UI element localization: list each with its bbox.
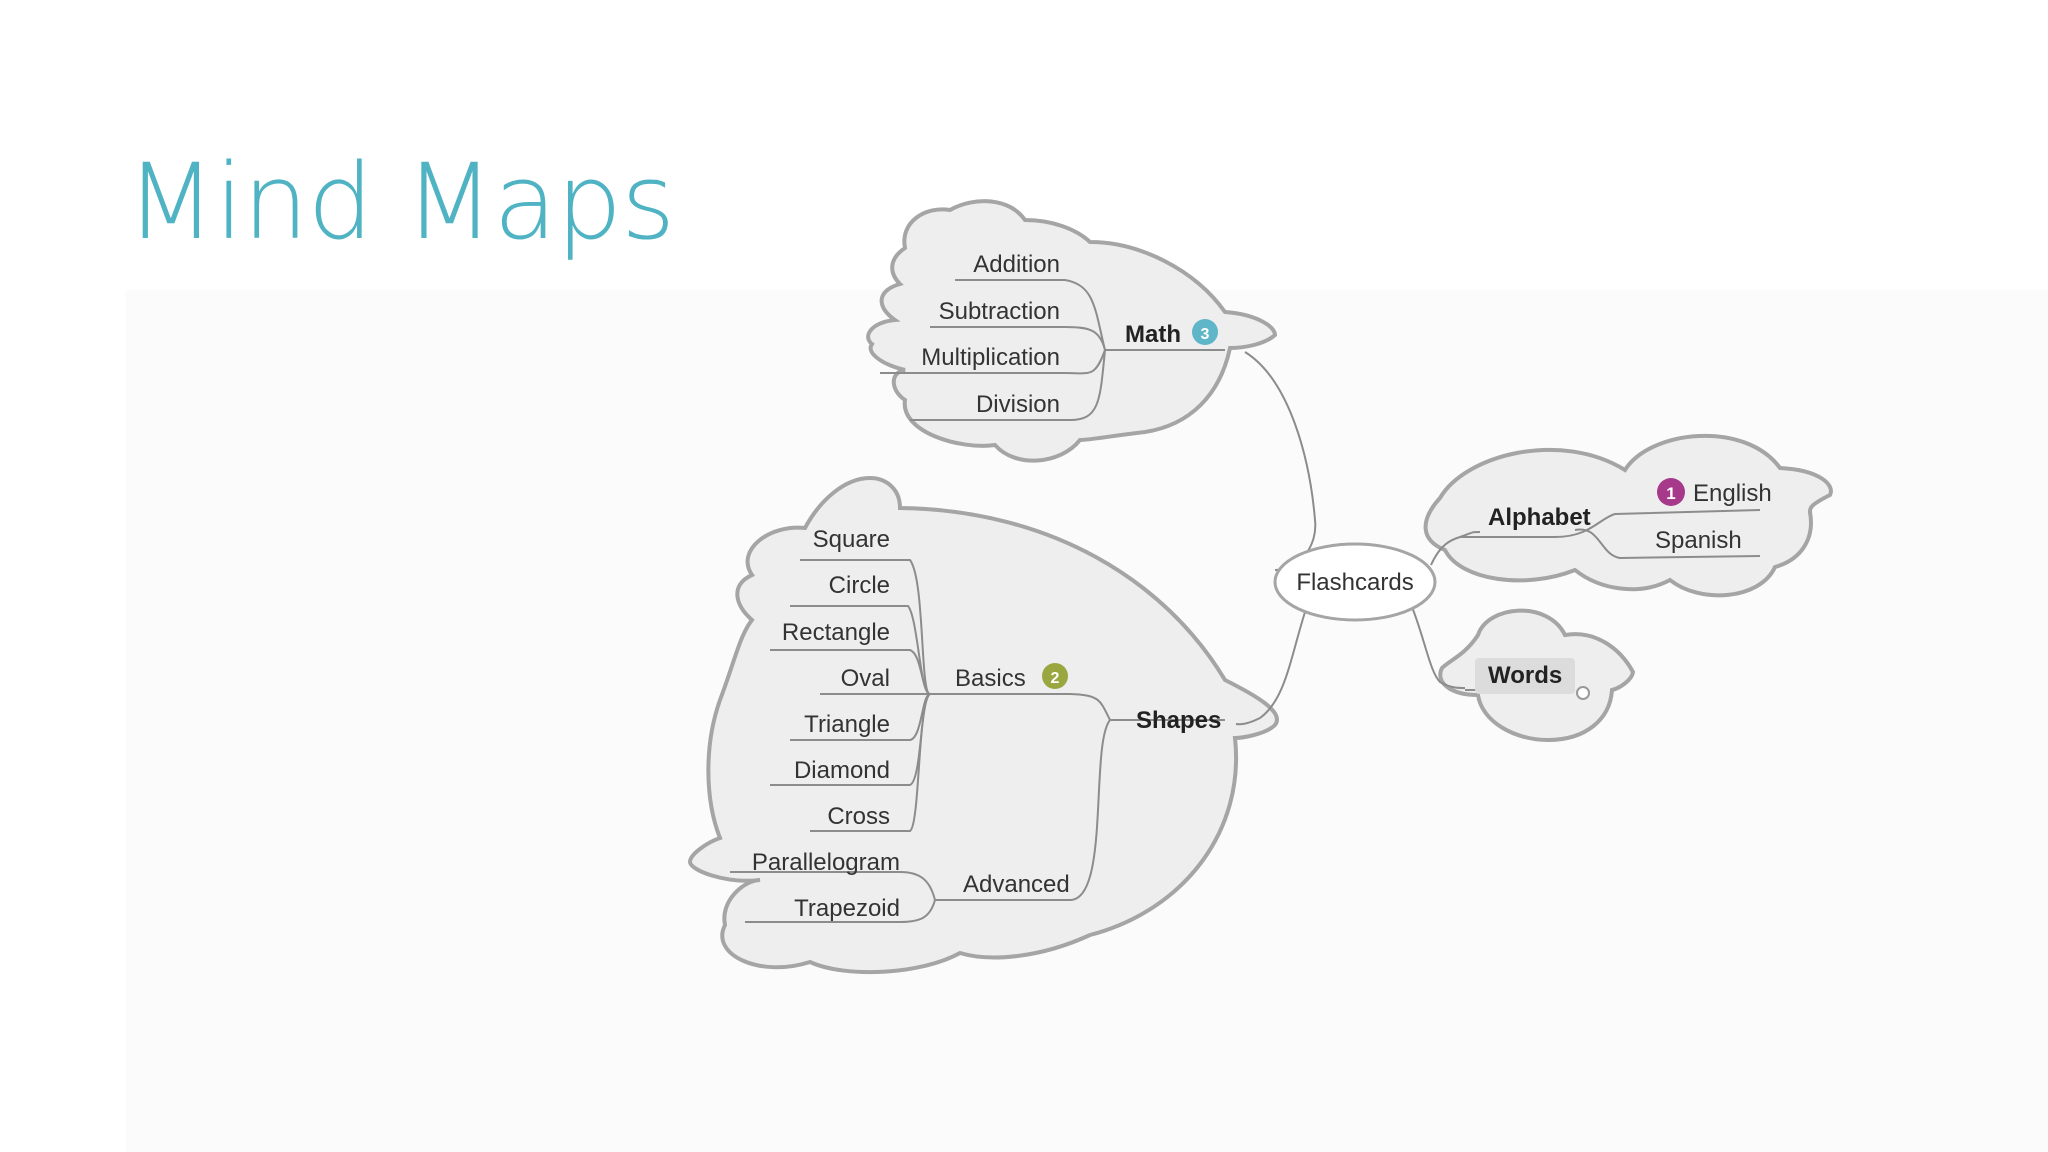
slide-title: Mind Maps: [126, 141, 675, 263]
priority-1-icon: 1: [1657, 478, 1685, 506]
words-highlight: [1475, 658, 1575, 694]
connector: [1235, 611, 1306, 726]
shapes-cloud: [687, 475, 1279, 975]
connector: [800, 559, 931, 695]
center-label[interactable]: Flashcards: [1296, 569, 1413, 596]
connector: [1244, 351, 1317, 571]
shapes-label[interactable]: Shapes: [1136, 707, 1221, 734]
advanced-item-trapezoid[interactable]: Trapezoid: [794, 895, 900, 922]
priority-1-icon-label: 1: [1666, 484, 1675, 503]
connector: [1460, 509, 1761, 538]
math-cloud: [866, 199, 1278, 463]
priority-2-icon: 2: [1042, 663, 1068, 689]
connector: [730, 871, 936, 901]
advanced-item-parallelogram[interactable]: Parallelogram: [752, 849, 900, 876]
words-label[interactable]: Words: [1488, 662, 1562, 689]
priority-2-icon-label: 2: [1051, 670, 1060, 687]
basics-item-triangle[interactable]: Triangle: [804, 711, 890, 738]
basics-item-oval[interactable]: Oval: [841, 665, 890, 692]
basics-item-square[interactable]: Square: [813, 526, 890, 553]
basics-label[interactable]: Basics: [955, 665, 1026, 692]
priority-3-icon-label: 3: [1201, 326, 1210, 343]
flashcards-node[interactable]: [1273, 542, 1437, 622]
collapse-handle[interactable]: [1576, 686, 1590, 700]
connector: [880, 349, 1106, 375]
connector: [1411, 606, 1466, 689]
alphabet-item-english[interactable]: English: [1693, 480, 1772, 507]
connector: [935, 719, 1111, 901]
alphabet-cloud: [1423, 433, 1833, 598]
math-label[interactable]: Math: [1125, 321, 1181, 348]
connector: [770, 649, 931, 695]
connector: [955, 279, 1106, 351]
math-subtopic-multiplication[interactable]: Multiplication: [921, 344, 1060, 371]
math-subtopic-subtraction[interactable]: Subtraction: [939, 298, 1060, 325]
connector: [810, 693, 931, 832]
advanced-label[interactable]: Advanced: [963, 871, 1070, 898]
connector: [745, 899, 936, 923]
math-subtopic-addition[interactable]: Addition: [973, 251, 1060, 278]
basics-item-rectangle[interactable]: Rectangle: [782, 619, 890, 646]
connector: [930, 693, 1111, 721]
alphabet-item-spanish[interactable]: Spanish: [1655, 527, 1742, 554]
connector: [1574, 528, 1761, 560]
alphabet-label[interactable]: Alphabet: [1488, 504, 1591, 531]
priority-3-icon: 3: [1192, 319, 1218, 345]
basics-item-cross[interactable]: Cross: [827, 803, 890, 830]
math-subtopic-division[interactable]: Division: [976, 391, 1060, 418]
connector: [930, 326, 1106, 351]
connector: [910, 349, 1106, 421]
basics-item-diamond[interactable]: Diamond: [794, 757, 890, 784]
basics-item-circle[interactable]: Circle: [829, 572, 890, 599]
